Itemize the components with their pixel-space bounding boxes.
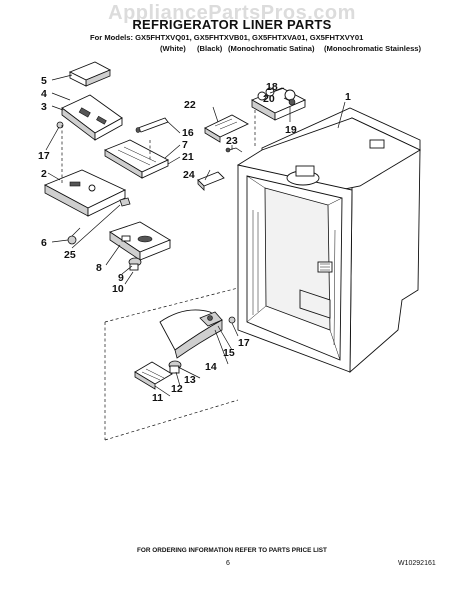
callout-8: 8 [96, 262, 102, 274]
part-10-bulb [128, 257, 142, 271]
part-6-screw [67, 227, 81, 245]
control-knob [88, 184, 96, 192]
cover-side [141, 159, 169, 179]
shroud-screw [207, 315, 213, 321]
screw-head [67, 235, 77, 245]
fan-motor [288, 98, 296, 106]
shroud-lip [174, 319, 223, 359]
callout-4: 4 [41, 88, 47, 100]
wire-end [225, 147, 231, 153]
part-8-9-damper [108, 221, 172, 261]
part-17-screw-lower [228, 316, 236, 324]
fan-hub [257, 91, 267, 101]
liner-part [236, 107, 421, 374]
tube-body [137, 117, 169, 133]
control-slot [69, 181, 81, 187]
clip-body [119, 197, 131, 207]
callout-17-upper: 17 [38, 150, 50, 162]
part-22-vent [204, 114, 249, 143]
variant-white: (White) [160, 44, 186, 53]
callout-18: 18 [266, 81, 278, 93]
part-12-13-socket [168, 360, 182, 374]
callout-1: 1 [345, 91, 351, 103]
page-number: 6 [226, 560, 230, 567]
part-18-20-fan-assembly [250, 87, 307, 121]
variant-satina: (Monochromatic Satina) [228, 44, 315, 53]
callout-16: 16 [182, 127, 194, 139]
liner-bottom-step [299, 289, 331, 319]
lens-front [134, 371, 156, 390]
screw-head [56, 121, 64, 129]
callout-14: 14 [205, 361, 217, 373]
callout-11: 11 [152, 392, 163, 404]
part-16-tube [135, 117, 169, 133]
assembly-line [104, 287, 239, 323]
leader-lines [45, 74, 346, 397]
callout-22: 22 [184, 99, 196, 111]
models-line: For Models: GX5FHTXVQ01, GX5FHTXVB01, GX… [90, 33, 364, 42]
callout-3: 3 [41, 101, 47, 113]
part-11-lens [134, 361, 173, 390]
liner-edge [327, 197, 343, 206]
callout-17-lower: 17 [238, 337, 250, 349]
housing-clip [78, 107, 91, 118]
damper-knob [137, 235, 153, 243]
liner-top-housing [295, 165, 315, 177]
bracket-side [69, 71, 87, 87]
part-5-bracket [68, 61, 112, 87]
damper-side [139, 239, 171, 261]
fan-hub [284, 89, 296, 101]
callout-20: 20 [263, 93, 275, 105]
assembly-line [104, 399, 239, 441]
wire [227, 147, 243, 153]
screw-head [228, 316, 236, 324]
part-7-light-cover [103, 139, 170, 179]
callout-7: 7 [182, 139, 188, 151]
liner-edge [246, 305, 267, 323]
callout-2: 2 [41, 168, 47, 180]
part-25-clip [119, 197, 131, 207]
liner-tab [369, 139, 385, 149]
callout-9: 9 [118, 272, 124, 284]
variant-stainless: (Monochromatic Stainless) [324, 44, 422, 53]
fan-hub [265, 87, 275, 97]
damper-tab [121, 235, 131, 242]
callout-13: 13 [184, 374, 196, 386]
sensor-edge [197, 179, 205, 191]
liner-edge [329, 329, 341, 361]
housing-side [94, 117, 123, 141]
callout-23: 23 [226, 135, 238, 147]
part-3-4-light-housing [61, 94, 123, 141]
callout-6: 6 [41, 237, 47, 249]
part-23-wire [225, 147, 243, 153]
watermark: AppliancePartsPros.com [108, 2, 356, 24]
part-24-sensor [197, 171, 225, 191]
page-title: REFRIGERATOR LINER PARTS [132, 17, 332, 32]
part-17-screw-upper [56, 121, 64, 129]
control-side [87, 189, 126, 217]
document-number: W10292161 [398, 560, 436, 567]
socket-base [169, 365, 180, 374]
tube-end [135, 127, 141, 133]
callout-10: 10 [112, 283, 124, 295]
ordering-note: FOR ORDERING INFORMATION REFER TO PARTS … [137, 547, 327, 554]
liner-rail [333, 229, 336, 346]
callout-24: 24 [183, 169, 195, 181]
bulb-base [129, 263, 139, 271]
callout-5: 5 [41, 75, 47, 87]
vent-front [204, 127, 221, 143]
callout-25: 25 [64, 249, 76, 261]
housing-clip [96, 115, 107, 125]
liner-edge [246, 175, 266, 189]
variant-black: (Black) [197, 44, 223, 53]
callout-19: 19 [285, 124, 297, 136]
callout-15: 15 [223, 347, 235, 359]
part-14-15-lower-shroud [159, 309, 223, 359]
callout-12: 12 [171, 383, 183, 395]
part-2-control-housing [43, 169, 127, 217]
callout-21: 21 [182, 151, 194, 163]
